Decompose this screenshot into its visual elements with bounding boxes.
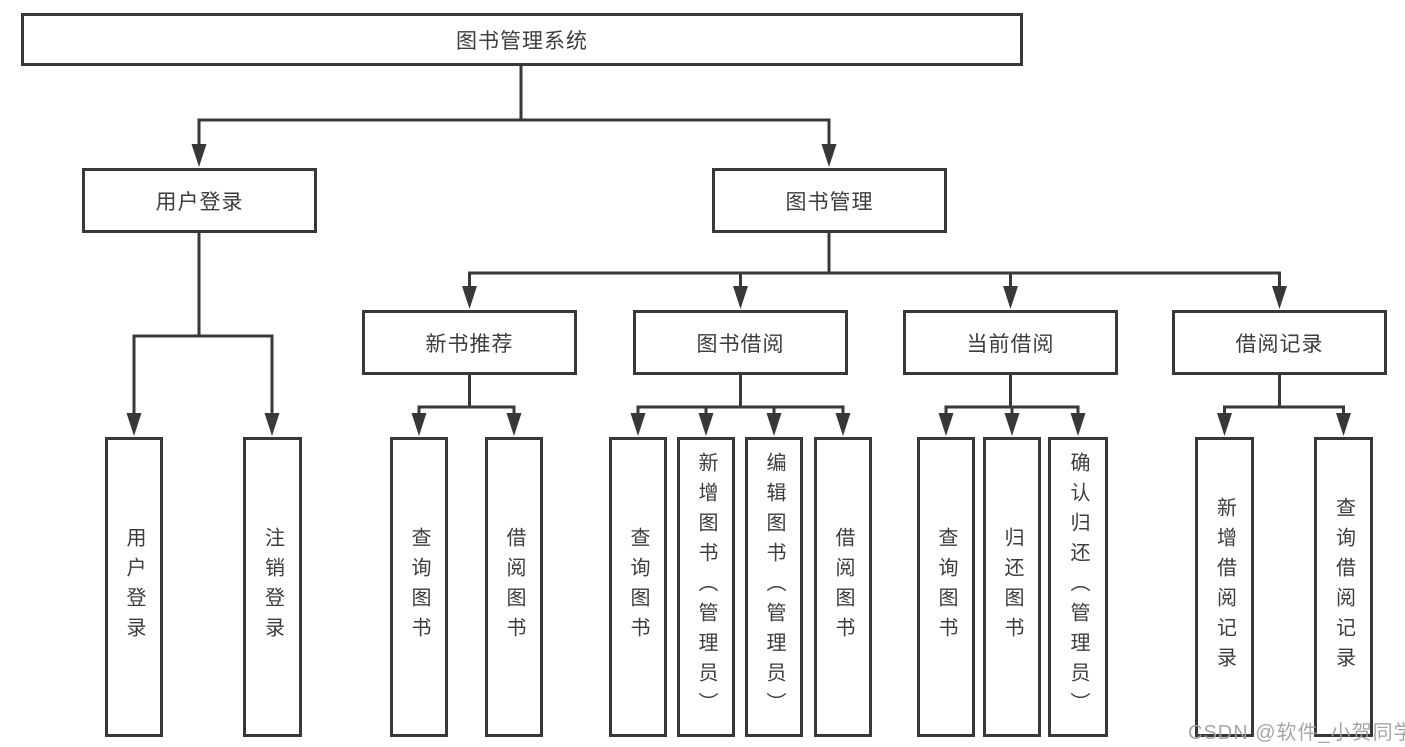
node-borrow-query: 查询图书 bbox=[609, 437, 667, 737]
node-book-borrow: 图书借阅 bbox=[633, 310, 848, 375]
node-label: 新书推荐 bbox=[425, 332, 514, 356]
node-label: 借阅图书 bbox=[832, 527, 854, 647]
node-borrow-records: 借阅记录 bbox=[1172, 310, 1387, 375]
node-book-management: 图书管理 bbox=[712, 168, 947, 233]
node-current-borrow: 当前借阅 bbox=[903, 310, 1118, 375]
node-label: 查询借阅记录 bbox=[1332, 497, 1355, 677]
node-label: 新增图书（管理员） bbox=[695, 452, 717, 722]
node-record-add: 新增借阅记录 bbox=[1195, 437, 1254, 737]
node-label: 确认归还（管理员） bbox=[1067, 452, 1089, 722]
node-label: 查询图书 bbox=[408, 527, 430, 647]
node-label: 图书管理系统 bbox=[456, 29, 588, 53]
node-current-confirm-admin: 确认归还（管理员） bbox=[1048, 437, 1108, 737]
node-label: 用户登录 bbox=[123, 527, 145, 647]
node-label: 当前借阅 bbox=[966, 332, 1055, 356]
node-newbook-borrow: 借阅图书 bbox=[485, 437, 543, 737]
node-label: 新增借阅记录 bbox=[1213, 497, 1236, 677]
node-label: 图书借阅 bbox=[696, 332, 785, 356]
node-label: 注销登录 bbox=[261, 527, 284, 647]
node-borrow-edit-admin: 编辑图书（管理员） bbox=[745, 437, 803, 737]
node-label: 查询图书 bbox=[935, 527, 957, 647]
node-label: 用户登录 bbox=[155, 190, 244, 214]
node-login: 用户登录 bbox=[105, 437, 163, 737]
node-borrow-borrow: 借阅图书 bbox=[814, 437, 872, 737]
node-label: 编辑图书（管理员） bbox=[763, 452, 785, 722]
node-current-return: 归还图书 bbox=[983, 437, 1041, 737]
node-label: 借阅图书 bbox=[503, 527, 525, 647]
node-logout: 注销登录 bbox=[243, 437, 302, 737]
csdn-watermark: CSDN @软件_小贺同学 bbox=[1188, 722, 1405, 744]
node-borrow-add-admin: 新增图书（管理员） bbox=[677, 437, 735, 737]
node-user-login: 用户登录 bbox=[82, 168, 317, 233]
node-label: 归还图书 bbox=[1001, 527, 1023, 647]
node-record-query: 查询借阅记录 bbox=[1314, 437, 1373, 737]
node-label: 图书管理 bbox=[785, 190, 874, 214]
node-new-book-recommend: 新书推荐 bbox=[362, 310, 577, 375]
node-current-query: 查询图书 bbox=[917, 437, 975, 737]
node-newbook-query: 查询图书 bbox=[390, 437, 448, 737]
node-label: 查询图书 bbox=[627, 527, 649, 647]
node-root: 图书管理系统 bbox=[21, 13, 1023, 66]
node-label: 借阅记录 bbox=[1235, 332, 1324, 356]
